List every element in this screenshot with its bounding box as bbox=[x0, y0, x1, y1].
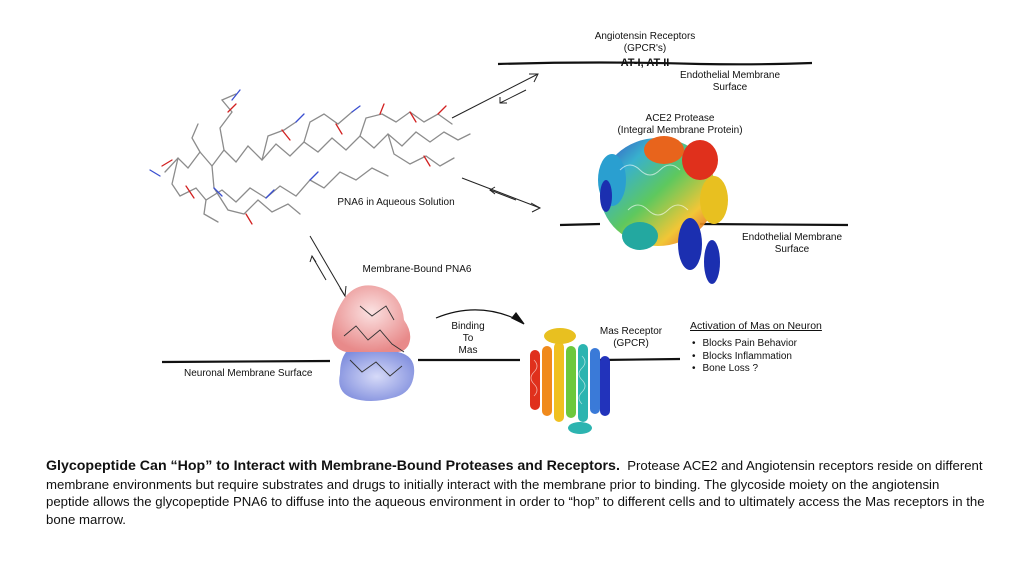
endothelial-membrane-surface-label-2: Endothelial Membrane Surface bbox=[740, 232, 844, 256]
activation-list: Blocks Pain Behavior Blocks Inflammation… bbox=[692, 338, 798, 376]
angiotensin-receptors-label: Angiotensin Receptors (GPCR's) bbox=[590, 31, 700, 55]
integral-membrane-protein-text: (Integral Membrane Protein) bbox=[617, 125, 743, 136]
angiotensin-receptors-title: Angiotensin Receptors bbox=[594, 31, 696, 42]
equilibrium-arrows-to-membrane bbox=[309, 235, 347, 298]
endothelial-membrane-text-1: Endothelial Membrane bbox=[680, 70, 781, 81]
activation-item: Blocks Inflammation bbox=[692, 351, 797, 364]
gpcrs-label: (GPCR's) bbox=[623, 43, 667, 54]
activation-item: Bone Loss ? bbox=[692, 363, 797, 376]
figure-caption: Glycopeptide Can “Hop” to Interact with … bbox=[46, 457, 986, 528]
ace2-protein-structure bbox=[598, 136, 728, 284]
ace2-protease-label: ACE2 Protease (Integral Membrane Protein… bbox=[610, 113, 750, 137]
at-receptors-label: AT-I, AT-II bbox=[620, 57, 670, 69]
caption-body: Protease ACE2 and Angiotensin receptors … bbox=[46, 458, 985, 527]
mas-text: Mas bbox=[458, 345, 478, 356]
binding-text: Binding bbox=[451, 321, 485, 332]
endothelial-membrane-top-line bbox=[497, 61, 813, 66]
membrane-bound-pna6-label: Membrane-Bound PNA6 bbox=[362, 264, 472, 275]
pna6-molecule bbox=[149, 89, 471, 225]
mas-receptor-structure bbox=[530, 328, 610, 434]
surface-text-2: Surface bbox=[774, 244, 810, 255]
neuronal-membrane-line bbox=[161, 358, 520, 364]
activation-item: Blocks Pain Behavior bbox=[692, 338, 798, 351]
mas-membrane-line bbox=[599, 357, 681, 362]
surface-text-1: Surface bbox=[712, 82, 748, 93]
binding-to-mas-label: Binding To Mas bbox=[446, 321, 490, 357]
gpcr-text: (GPCR) bbox=[613, 338, 649, 349]
activation-title: Activation of Mas on Neuron bbox=[690, 320, 822, 332]
equilibrium-arrows-to-ace2 bbox=[461, 177, 542, 213]
endothelial-membrane-middle-line bbox=[559, 222, 849, 227]
pna6-aqueous-label: PNA6 in Aqueous Solution bbox=[337, 197, 455, 208]
caption-title: Glycopeptide Can “Hop” to Interact with … bbox=[46, 458, 620, 474]
membrane-bound-pna6-surface bbox=[331, 285, 415, 401]
endothelial-membrane-text-2: Endothelial Membrane bbox=[741, 232, 843, 243]
equilibrium-arrows-to-angiotensin bbox=[451, 73, 539, 119]
neuronal-membrane-surface-label: Neuronal Membrane Surface bbox=[184, 368, 313, 379]
endothelial-membrane-surface-label-1: Endothelial Membrane Surface bbox=[680, 70, 780, 94]
to-text: To bbox=[462, 333, 474, 344]
mas-receptor-label: Mas Receptor (GPCR) bbox=[596, 326, 666, 350]
ace2-protease-title: ACE2 Protease bbox=[645, 113, 715, 124]
binding-arrow bbox=[435, 309, 525, 325]
mas-receptor-title: Mas Receptor bbox=[599, 326, 663, 337]
